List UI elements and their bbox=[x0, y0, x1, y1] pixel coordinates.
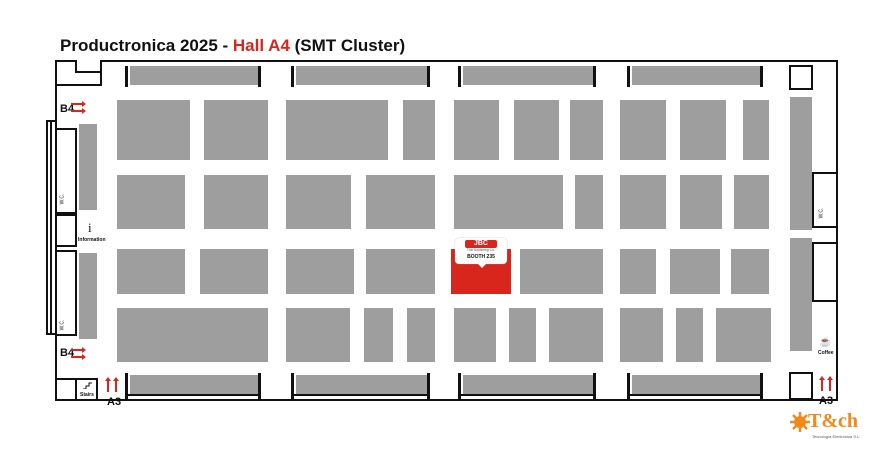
booth bbox=[632, 66, 760, 85]
wc-label: W.C. bbox=[818, 207, 825, 219]
entrance-b4-bottom: B4 bbox=[60, 347, 75, 359]
booth bbox=[790, 238, 812, 351]
info-icon: i bbox=[88, 220, 92, 235]
logo-text: T&ch bbox=[808, 410, 858, 432]
arrow-icon bbox=[827, 376, 833, 391]
booth bbox=[407, 308, 435, 362]
booth bbox=[79, 124, 97, 210]
booth bbox=[403, 100, 435, 160]
stairs-label: Stairs bbox=[80, 392, 94, 398]
wc-left-top bbox=[55, 128, 77, 214]
booth bbox=[200, 249, 268, 294]
information-label: Information bbox=[78, 237, 106, 243]
booth bbox=[620, 175, 666, 229]
wc-label: W.C. bbox=[59, 193, 66, 205]
booth bbox=[680, 175, 722, 229]
booth bbox=[364, 308, 393, 362]
right-room bbox=[812, 242, 838, 302]
booth bbox=[514, 100, 559, 160]
booth bbox=[296, 375, 427, 394]
booth bbox=[731, 249, 769, 294]
entrance-a3-left: A3 bbox=[107, 396, 122, 408]
booth bbox=[117, 249, 185, 294]
arrow-icon bbox=[71, 347, 86, 353]
booth bbox=[575, 175, 603, 229]
booth bbox=[286, 175, 351, 229]
booth bbox=[676, 308, 703, 362]
information-box bbox=[55, 214, 77, 247]
top-left-room-inner bbox=[75, 60, 102, 73]
arrow-icon bbox=[105, 377, 111, 392]
booth bbox=[509, 308, 536, 362]
booth bbox=[204, 175, 268, 229]
stairs-icon bbox=[83, 382, 92, 389]
wc-label: W.C. bbox=[59, 319, 66, 331]
booth-label: BOOTH 235 bbox=[467, 254, 495, 260]
booth bbox=[670, 249, 720, 294]
booth bbox=[117, 308, 268, 362]
booth bbox=[286, 308, 350, 362]
booth bbox=[454, 175, 563, 229]
booth bbox=[204, 100, 268, 160]
booth bbox=[286, 100, 388, 160]
arrow-icon bbox=[71, 101, 86, 107]
booth bbox=[286, 249, 354, 294]
booth bbox=[454, 100, 499, 160]
booth bbox=[549, 308, 603, 362]
booth bbox=[296, 66, 427, 85]
booth bbox=[117, 175, 185, 229]
coffee-label: Coffee bbox=[818, 350, 834, 356]
arrow-icon bbox=[819, 376, 825, 391]
stairs-room-inner bbox=[55, 378, 77, 401]
booth bbox=[79, 253, 97, 339]
jbc-logo: JBC bbox=[465, 240, 497, 248]
jbc-tagline: The Soldering Co. bbox=[466, 248, 496, 252]
booth bbox=[366, 249, 435, 294]
entrance-a3-right: A3 bbox=[819, 395, 834, 407]
booth bbox=[130, 375, 258, 394]
gear-icon bbox=[790, 412, 810, 432]
arrow-icon bbox=[71, 108, 86, 114]
booth bbox=[716, 308, 771, 362]
booth bbox=[454, 308, 496, 362]
booth bbox=[570, 100, 603, 160]
page-title: Productronica 2025 - Hall A4 (SMT Cluste… bbox=[60, 36, 406, 55]
arrow-icon bbox=[113, 377, 119, 392]
top-right-room bbox=[789, 65, 813, 90]
booth bbox=[743, 100, 769, 160]
booth bbox=[366, 175, 435, 229]
booth bbox=[520, 249, 603, 294]
booth bbox=[680, 100, 726, 160]
booth bbox=[463, 375, 593, 394]
coffee-cup-icon: ☕ bbox=[819, 337, 832, 348]
wc-right bbox=[812, 172, 838, 228]
arrow-icon bbox=[71, 354, 86, 360]
bottom-right-room bbox=[789, 372, 813, 400]
booth bbox=[620, 249, 656, 294]
wc-left-bottom bbox=[55, 250, 77, 336]
booth bbox=[734, 175, 769, 229]
logo-subtitle: Tecnología Electrónica S.L. bbox=[812, 434, 861, 439]
booth bbox=[130, 66, 258, 85]
booth bbox=[463, 66, 593, 85]
booth bbox=[632, 375, 760, 394]
booth bbox=[117, 100, 190, 160]
booth bbox=[620, 308, 663, 362]
booth bbox=[790, 97, 812, 230]
booth bbox=[620, 100, 666, 160]
entrance-b4-top: B4 bbox=[60, 103, 75, 115]
booth-callout: JBC The Soldering Co. BOOTH 235 bbox=[455, 238, 507, 268]
